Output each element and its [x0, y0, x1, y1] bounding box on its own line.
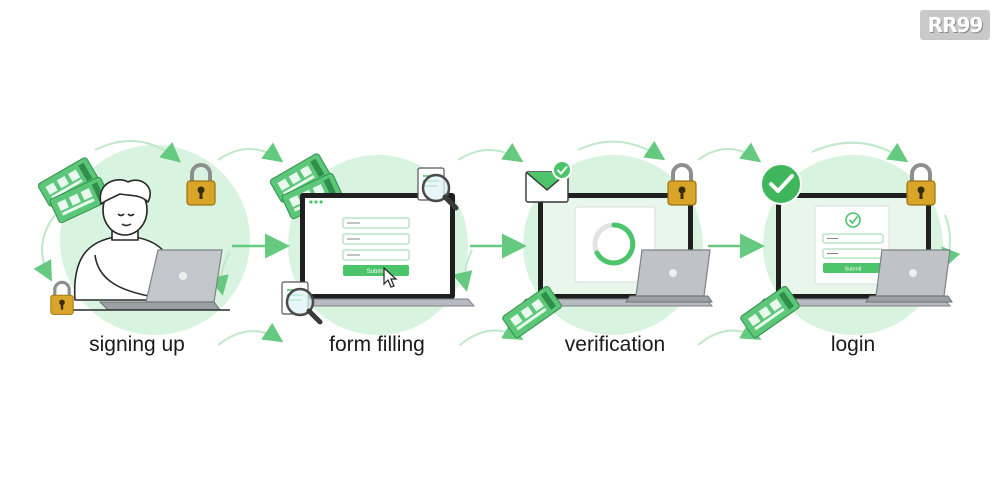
faint-arrow-1 — [94, 140, 182, 163]
lock-icon — [666, 163, 698, 207]
step-label-form-filling: form filling — [329, 333, 425, 356]
hand-cursor-icon — [383, 266, 398, 288]
form-card — [342, 217, 410, 261]
watermark-logo: RR99 — [920, 10, 990, 40]
progress-ring — [594, 222, 636, 266]
login-submit-label: Submit — [844, 267, 862, 273]
faint-arrow-4 — [209, 251, 231, 296]
faint-arrow-9 — [577, 140, 666, 161]
submit-button[interactable] — [343, 265, 409, 276]
lock-icon — [905, 163, 937, 207]
submit-button-label: Submit — [367, 269, 386, 275]
laptop — [60, 249, 230, 311]
login-submit-button[interactable] — [823, 263, 883, 273]
step-label-signing-up: signing up — [89, 333, 185, 356]
watermark-text: RR99 — [927, 13, 984, 37]
faint-arrow-12 — [811, 141, 909, 163]
ticket-icon — [501, 284, 563, 340]
verification-card — [574, 206, 656, 283]
step-label-login: login — [830, 333, 876, 356]
envelope-icon — [525, 160, 572, 203]
faint-arrow-7 — [452, 249, 473, 292]
step-2-illustration: Submit — [268, 152, 476, 322]
step-4-illustration: Submit — [739, 163, 953, 340]
check-circle-icon — [845, 212, 861, 228]
faint-arrow-2 — [217, 142, 284, 163]
ticket-icon — [739, 284, 801, 340]
laptop-screen — [305, 198, 450, 294]
step-1-illustration — [36, 156, 230, 316]
username-field[interactable] — [822, 233, 884, 244]
faint-arrow-3 — [33, 214, 56, 282]
lock-icon — [49, 280, 75, 316]
success-check-icon — [760, 163, 802, 205]
step-label-verification: verification — [564, 333, 666, 356]
faint-arrow-10 — [697, 142, 762, 163]
faint-arrow-5 — [217, 322, 284, 346]
faint-arrow-6 — [457, 142, 524, 163]
step-3-illustration — [501, 160, 714, 340]
